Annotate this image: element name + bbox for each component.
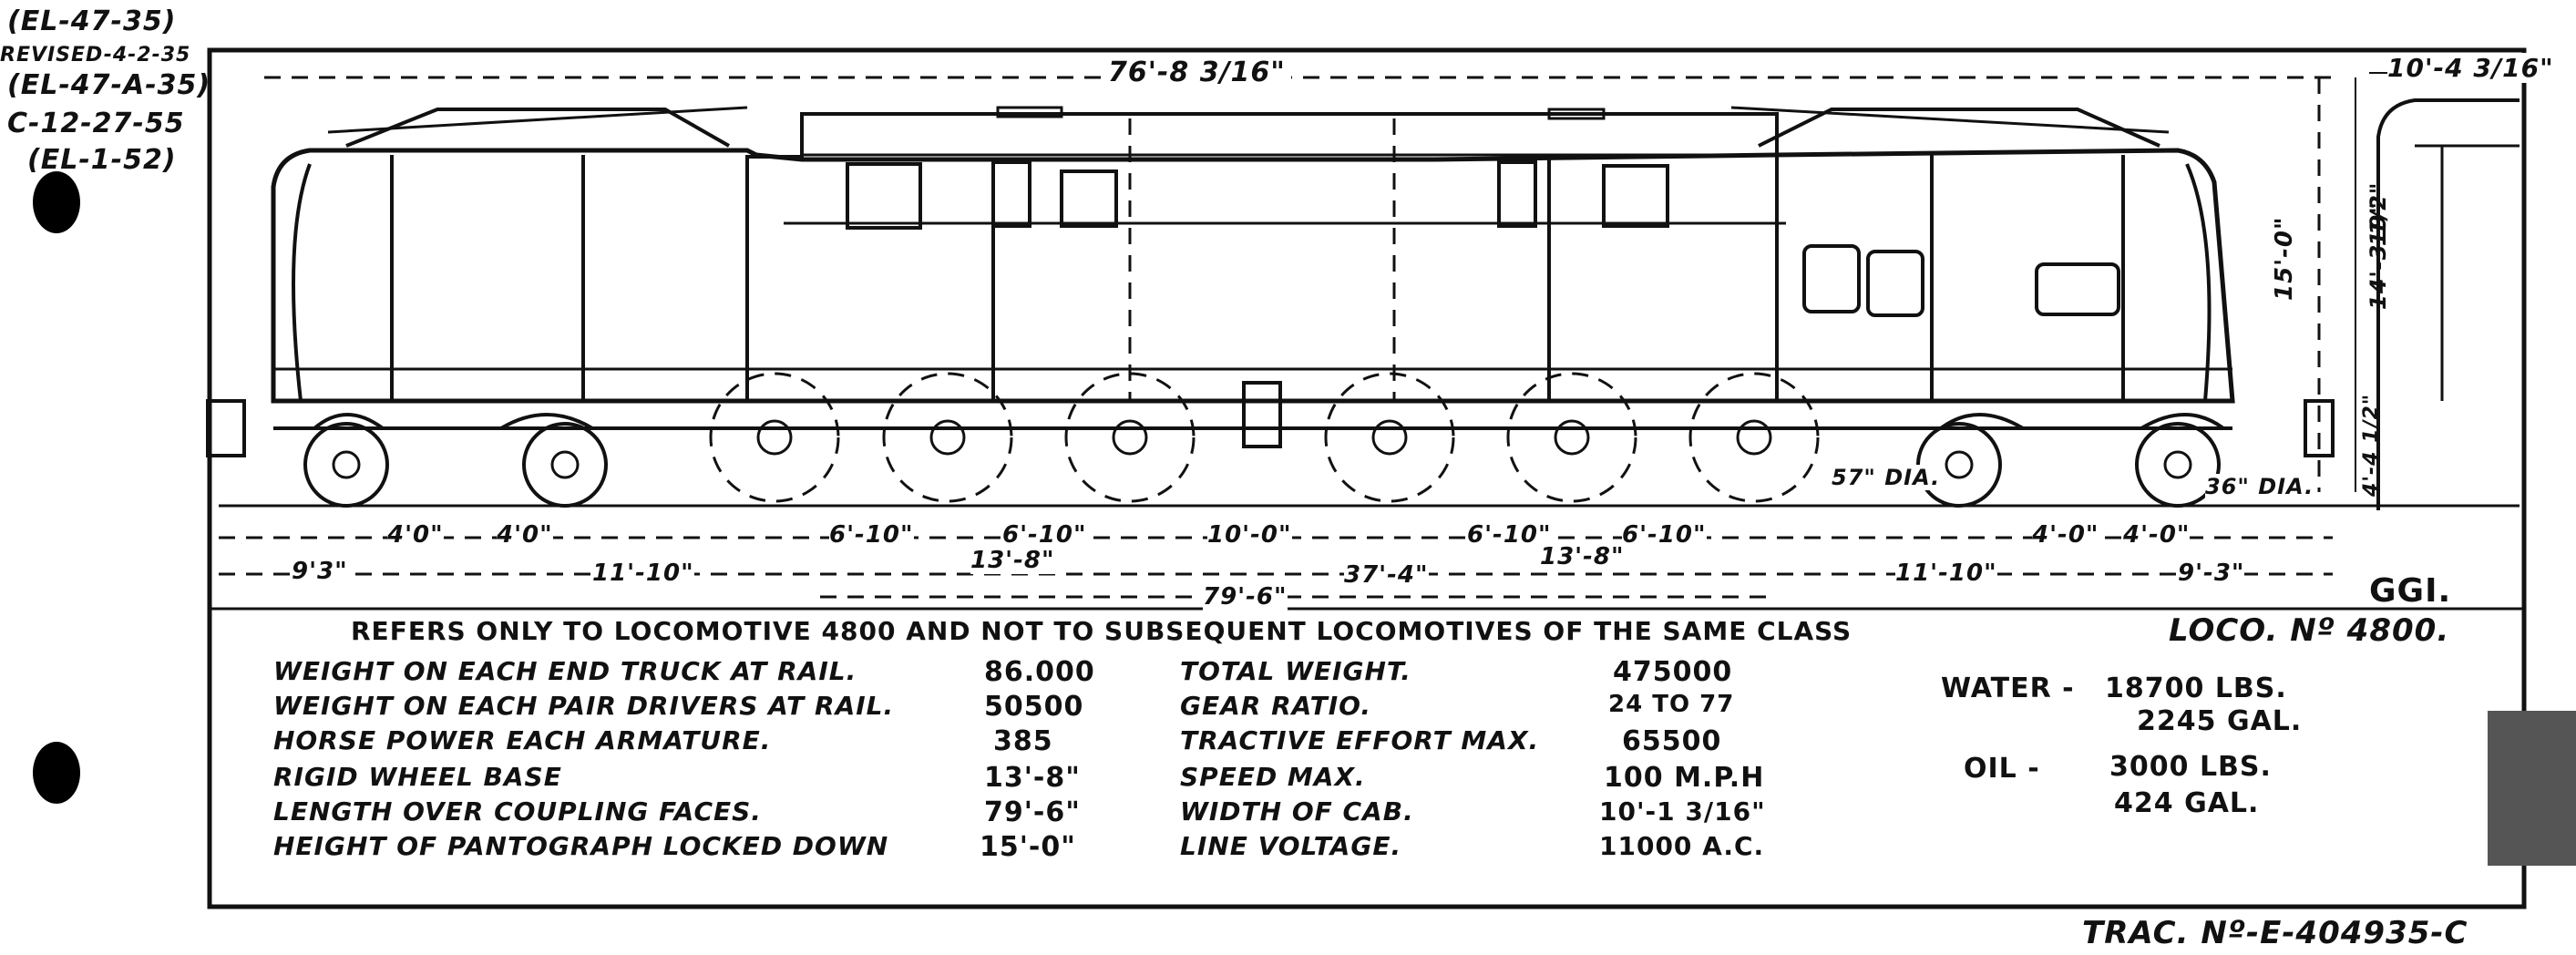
spec-left-label: WEIGHT ON EACH PAIR DRIVERS AT RAIL. [273, 691, 895, 721]
spec-mid-label: LINE VOLTAGE. [1180, 831, 1402, 861]
water-label: WATER - [1941, 673, 2075, 704]
adjacent-car [2376, 98, 2520, 510]
spec-left-label: HEIGHT OF PANTOGRAPH LOCKED DOWN [273, 831, 889, 861]
revision-4: C-12-27-55 [7, 108, 185, 139]
locomotive-body [206, 106, 2335, 457]
spec-left-label: WEIGHT ON EACH END TRUCK AT RAIL. [273, 656, 857, 686]
punch-hole-top [33, 171, 80, 233]
class-name: GGI. [2369, 572, 2452, 610]
dim-right-top: 10'-4 3/16" [2387, 53, 2554, 83]
dim-r1-4: 10'-0" [1207, 521, 1292, 549]
dim-r1-2: 6'-10" [829, 521, 914, 549]
water-lbs: 18700 LBS. [2105, 673, 2287, 704]
dim-overall-top: 76'-8 3/16" [1103, 56, 1291, 88]
oil-label: OIL - [1964, 753, 2040, 785]
loco-number: LOCO. Nº 4800. [2169, 612, 2450, 649]
water-gal: 2245 GAL. [2137, 705, 2303, 737]
spec-left-label: RIGID WHEEL BASE [273, 762, 562, 792]
oil-lbs: 3000 LBS. [2109, 751, 2272, 783]
dim-height-low: 4'-4 1/2" [2360, 393, 2383, 497]
spec-mid-value: 100 M.P.H [1604, 762, 1765, 794]
wheel-set [219, 372, 2520, 508]
spec-mid-label: SPEED MAX. [1180, 762, 1366, 792]
dim-r1-0: 4'0" [387, 521, 444, 549]
spec-left-value: 50500 [984, 691, 1084, 723]
spec-left-label: LENGTH OVER COUPLING FACES. [273, 796, 762, 827]
spec-mid-label: TRACTIVE EFFORT MAX. [1180, 725, 1540, 755]
spec-left-value: 86.000 [984, 656, 1095, 688]
drawing-border [207, 47, 2527, 909]
spec-left-value: 385 [993, 725, 1053, 757]
punch-hole-bottom [33, 742, 80, 804]
spec-mid-label: TOTAL WEIGHT. [1180, 656, 1411, 686]
dim-height-15: 15'-0" [2271, 216, 2298, 301]
spec-left-label: HORSE POWER EACH ARMATURE. [273, 725, 772, 755]
spec-mid-label: WIDTH OF CAB. [1180, 796, 1414, 827]
dim-r1-8: 4'-0" [2123, 521, 2191, 549]
dim-r2-2: 13'-8" [970, 547, 1055, 574]
dim-wheel-57: 57" DIA. [1832, 465, 1941, 490]
revision-1: (EL-47-35) [7, 5, 177, 37]
spec-mid-value: 475000 [1613, 656, 1733, 688]
spec-mid-value: 65500 [1622, 725, 1722, 757]
dim-r3-0: 79'-6" [1203, 583, 1288, 611]
revision-5: (EL-1-52) [27, 144, 177, 176]
dim-r1-5: 6'-10" [1467, 521, 1552, 549]
spec-mid-value: 11000 A.C. [1599, 831, 1765, 861]
dim-r1-7: 4'-0" [2032, 521, 2099, 549]
spec-mid-value: 24 TO 77 [1608, 691, 1735, 718]
spec-left-value: 79'-6" [984, 796, 1081, 828]
dim-r2-4: 11'-10" [1895, 560, 1997, 587]
dim-r2-3: 13'-8" [1540, 543, 1625, 570]
tracing-number: TRAC. Nº-E-404935-C [2082, 915, 2468, 951]
dim-r1-1: 4'0" [497, 521, 553, 549]
dim-r2-1: 11'-10" [592, 560, 694, 587]
dim-r3-1: 37'-4" [1344, 561, 1429, 589]
dim-r2-5: 9'-3" [2178, 560, 2245, 587]
spec-left-value: 13'-8" [984, 762, 1081, 794]
oil-gal: 424 GAL. [2114, 787, 2260, 819]
dim-r2-0: 9'3" [292, 558, 348, 585]
torn-corner [2488, 711, 2576, 866]
spec-left-value: 15'-0" [980, 831, 1076, 863]
dim-height-14: 14'-3 1/2" [2366, 181, 2391, 310]
revision-3: (EL-47-A-35) [7, 69, 211, 101]
scope-note: REFERS ONLY TO LOCOMOTIVE 4800 AND NOT T… [351, 616, 1852, 646]
dim-r1-6: 6'-10" [1622, 521, 1707, 549]
spec-mid-value: 10'-1 3/16" [1599, 796, 1766, 827]
revision-2: REVISED-4-2-35 [0, 44, 191, 67]
dim-r1-3: 6'-10" [1002, 521, 1087, 549]
spec-mid-label: GEAR RATIO. [1180, 691, 1371, 721]
dim-wheel-36: 36" DIA. [2205, 474, 2314, 499]
